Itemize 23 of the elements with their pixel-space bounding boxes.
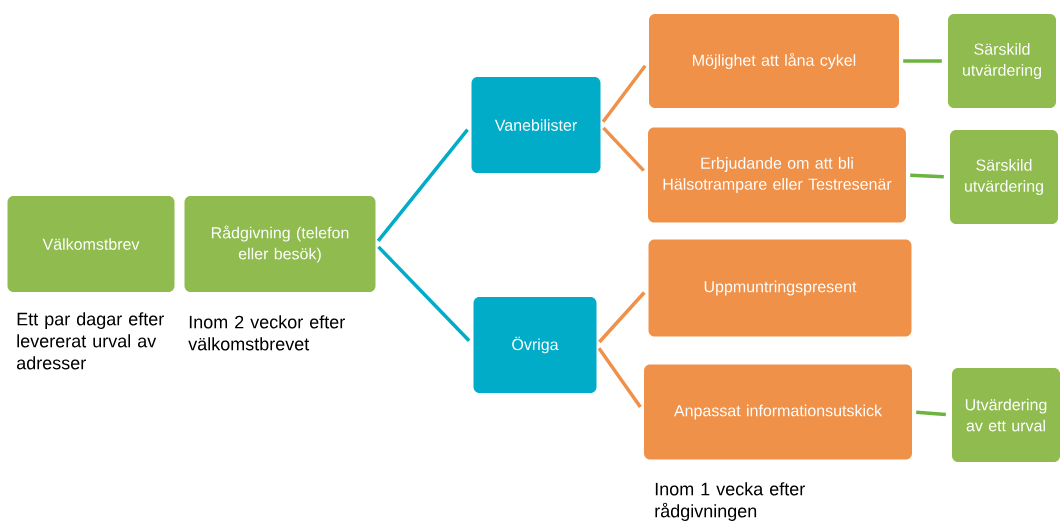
evaluation-box: Särskild utvärdering	[948, 14, 1056, 108]
connector-line	[910, 173, 944, 179]
connector-line	[602, 126, 645, 172]
step-box: Välkomstbrev	[7, 196, 175, 292]
timing-note: Ett par dagar efter levererat urval av adresser	[16, 312, 164, 370]
connector-line	[597, 347, 642, 409]
group-box: Vanebilister	[471, 77, 601, 173]
measure-box: Uppmuntringspresent	[648, 239, 912, 337]
connector-line	[377, 245, 471, 342]
connector-line	[916, 410, 946, 417]
evaluation-box: Utvärdering av ett urval	[952, 368, 1060, 462]
measure-box: Möjlighet att låna cykel	[649, 14, 899, 108]
connector-line	[601, 64, 647, 123]
connector-line	[903, 59, 942, 63]
step-box: Rådgivning (telefon eller besök)	[184, 196, 376, 292]
connector-line	[598, 291, 646, 344]
timing-note: Inom 1 vecka efter rådgivningen	[655, 482, 805, 521]
measure-box: Erbjudande om att bli Hälsotrampare eller Testresenär	[648, 127, 906, 223]
timing-note: Inom 2 veckor efter välkomstbrevet	[188, 315, 345, 351]
measure-box: Anpassat informationsutskick	[644, 364, 912, 460]
evaluation-box: Särskild utvärdering	[950, 130, 1058, 224]
group-box: Övriga	[473, 297, 597, 393]
connector-line	[376, 128, 469, 242]
